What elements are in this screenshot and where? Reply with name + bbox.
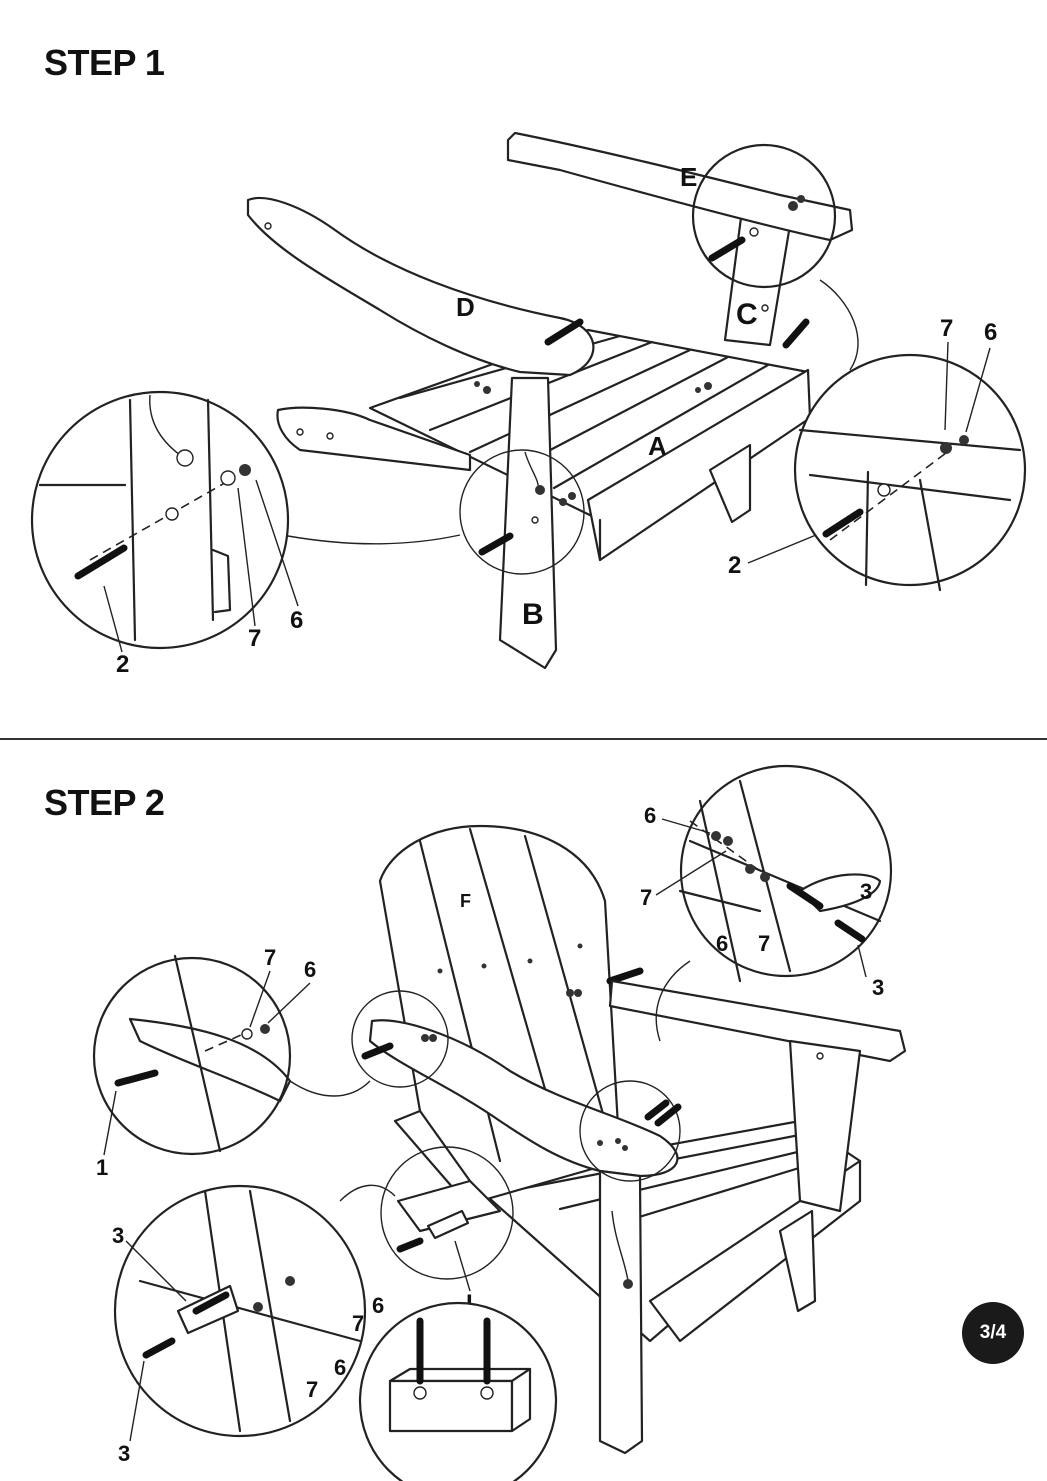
part-d-label: D: [456, 292, 475, 322]
s2-tr-bolt-b: 3: [872, 975, 884, 1000]
s2-tr-nut: 6: [644, 803, 656, 828]
zoom-circle-side-block: [380, 1146, 514, 1280]
s2-bl-washer-b: 7: [306, 1377, 318, 1402]
zoom-circle-back-left: [351, 990, 449, 1088]
step-1-title: STEP 1: [44, 42, 165, 83]
part-c-label: C: [736, 298, 758, 331]
s2-bl-nut-a: 6: [372, 1293, 384, 1318]
left-detail-bubble: [30, 390, 461, 650]
zoom-circle-armrest-front: [579, 1080, 681, 1182]
s2-tr-washer-b: 7: [758, 931, 770, 956]
s2-bl-bolt-b: 3: [118, 1441, 130, 1466]
armrest-d: [246, 196, 595, 377]
front-leg: [598, 1169, 644, 1455]
zoom-circle-front-leg: [459, 449, 585, 575]
left-detail-bubble: [92, 954, 371, 1156]
right-armrest: [608, 979, 907, 1063]
s2-bl-nut-b: 6: [334, 1355, 346, 1380]
part-b-label: B: [522, 598, 544, 631]
step-1-illustration: 2 7 6 7 6 2 A B C D E: [30, 131, 1027, 678]
s2-tr-nut-b: 6: [716, 931, 728, 956]
step1-callout-left-bolt: 2: [116, 651, 129, 678]
zoom-circle-armrest-e: [691, 143, 837, 289]
part-f-label: F: [460, 891, 471, 911]
s2-tr-bolt-a: 3: [860, 879, 872, 904]
top-right-detail-bubble: [655, 764, 893, 1042]
step-2-title: STEP 2: [44, 782, 165, 823]
s2-l-nut: 6: [304, 957, 316, 982]
page-number-badge: 3/4: [962, 1302, 1024, 1364]
block-detail-bubble: [358, 1301, 558, 1481]
s2-bl-washer-a: 7: [352, 1311, 364, 1336]
step1-callout-left-washer: 7: [248, 625, 261, 652]
step1-callout-right-washer: 7: [940, 315, 953, 342]
step1-callout-left-nut: 6: [290, 607, 303, 634]
step-2-illustration: 6 7 6 7 3 3 7 6 1 3 6 7 6 7 3 I: [92, 764, 907, 1481]
s2-l-bolt: 1: [96, 1155, 108, 1180]
s2-bl-bolt-a: 3: [112, 1223, 124, 1248]
step1-callout-right-bolt: 2: [728, 552, 741, 579]
step-divider: [0, 738, 1047, 740]
left-armrest: [368, 1019, 679, 1178]
s2-l-washer: 7: [264, 945, 276, 970]
left-side-panel: [276, 406, 472, 472]
right-detail-bubble: [793, 279, 1027, 592]
armrest-e: [506, 131, 854, 242]
part-a-label: A: [648, 431, 667, 461]
part-e-label: E: [680, 162, 697, 192]
step1-callout-right-nut: 6: [984, 319, 997, 346]
s2-tr-washer-a: 7: [640, 885, 652, 910]
